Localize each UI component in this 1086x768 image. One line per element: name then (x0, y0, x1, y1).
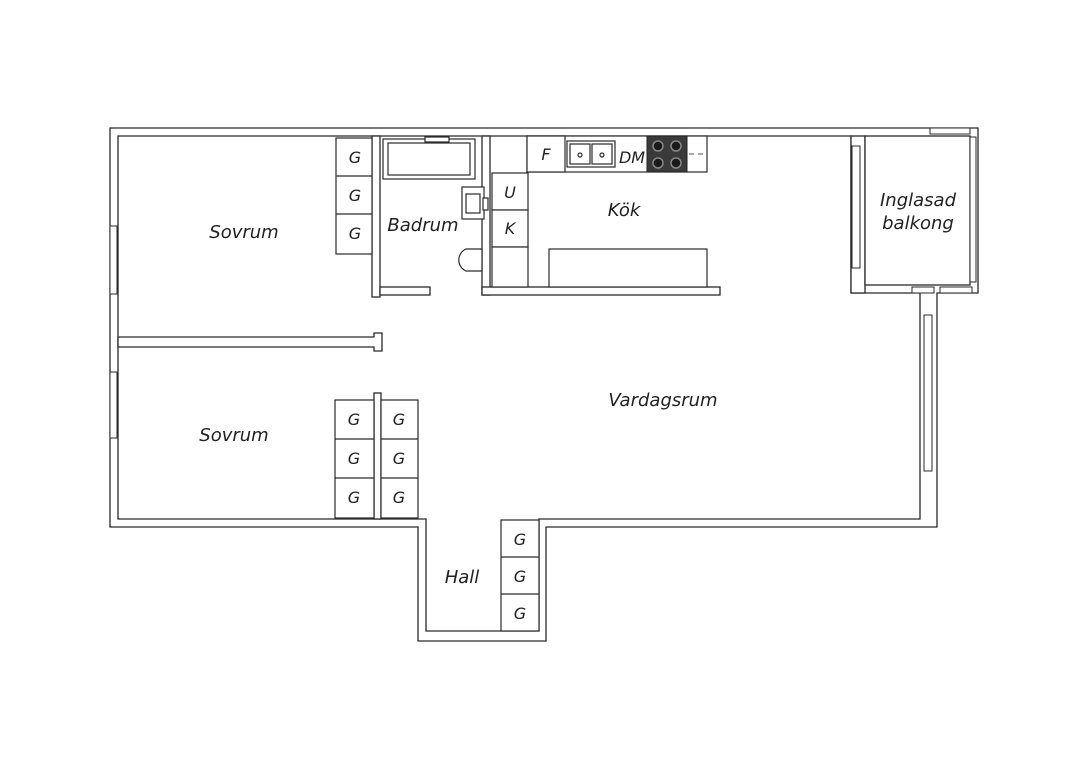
label-balkong-line-2: balkong (882, 213, 954, 234)
tap-icon (424, 136, 450, 143)
code-garderob: G (348, 488, 360, 507)
label-kok: Kök (608, 200, 642, 221)
kitchen-island (548, 248, 708, 288)
freezer (526, 135, 566, 173)
code-garderob: G (514, 567, 526, 586)
code-garderob: G (349, 186, 361, 205)
label-sovrum-2: Sovrum (199, 425, 268, 446)
code-kyl: K (505, 219, 517, 238)
code-garderob: G (349, 224, 361, 243)
code-garderob: G (393, 488, 405, 507)
label-vardagsrum: Vardagsrum (608, 390, 717, 411)
label-balkong-line-1: Inglasad (880, 190, 957, 211)
code-garderob: G (514, 530, 526, 549)
code-garderob: G (514, 604, 526, 623)
outer-walls (109, 127, 979, 642)
window-sovrum-2 (109, 371, 118, 439)
room-labels: Sovrum Sovrum Badrum Kök Inglasad balkon… (199, 190, 956, 588)
wardrobe-hall (500, 519, 540, 632)
label-badrum: Badrum (387, 215, 458, 236)
wardrobes (334, 137, 540, 632)
wardrobe-sovrum-2-right (380, 399, 419, 519)
code-frys: F (541, 145, 551, 164)
code-diskmaskin: DM (619, 148, 645, 167)
code-ugn: U (504, 183, 516, 202)
windows (109, 225, 933, 472)
wardrobe-sovrum-2-left (334, 399, 375, 519)
code-garderob: G (348, 449, 360, 468)
code-garderob: G (393, 410, 405, 429)
stove-icon (646, 135, 688, 173)
window-sovrum-1 (109, 225, 118, 295)
oven-unit (491, 172, 529, 211)
balcony (851, 127, 977, 294)
code-garderob: G (393, 449, 405, 468)
window-vardagsrum (923, 314, 933, 472)
label-sovrum-1: Sovrum (209, 222, 278, 243)
bathroom-fixtures (382, 136, 489, 272)
fridge-unit (491, 209, 529, 248)
kitchen-fixtures (491, 135, 708, 288)
code-garderob: G (348, 410, 360, 429)
fixture-codes: G G G G G G G G G G G G F DM U K (348, 145, 645, 623)
toilet (458, 248, 483, 272)
code-garderob: G (349, 148, 361, 167)
label-hall: Hall (445, 567, 480, 588)
wardrobe-sovrum-1 (335, 137, 373, 255)
